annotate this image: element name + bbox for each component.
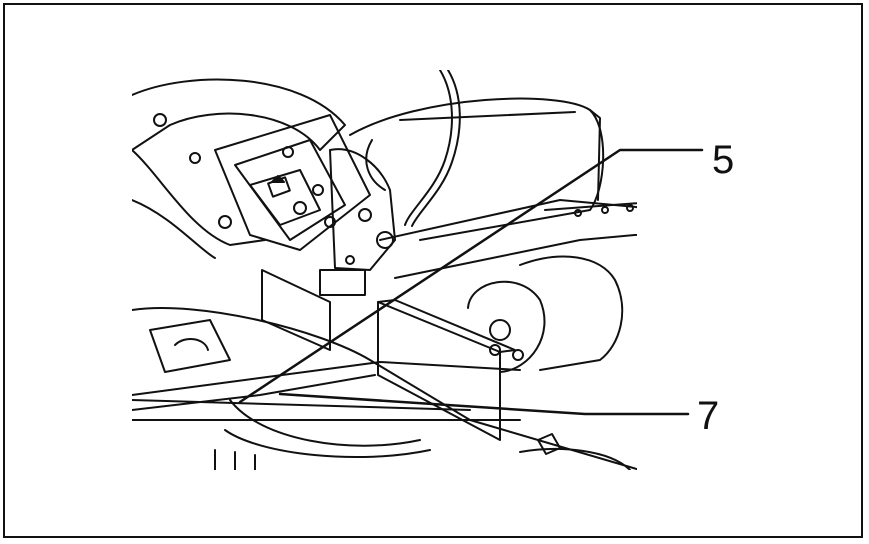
- leader-line-5: [238, 148, 704, 404]
- power-cord: [404, 70, 453, 226]
- callout-5: 5: [712, 138, 735, 182]
- base-turntable: [132, 307, 637, 470]
- handle-assembly: [214, 114, 371, 251]
- rail-knob: [640, 242, 666, 264]
- callout-7: 7: [697, 394, 720, 438]
- slide-rail: [379, 199, 637, 279]
- motor-housing: [349, 97, 605, 241]
- guide-fence: [377, 301, 501, 441]
- upper-blade-guard: [132, 78, 346, 151]
- leader-line-7: [278, 392, 690, 416]
